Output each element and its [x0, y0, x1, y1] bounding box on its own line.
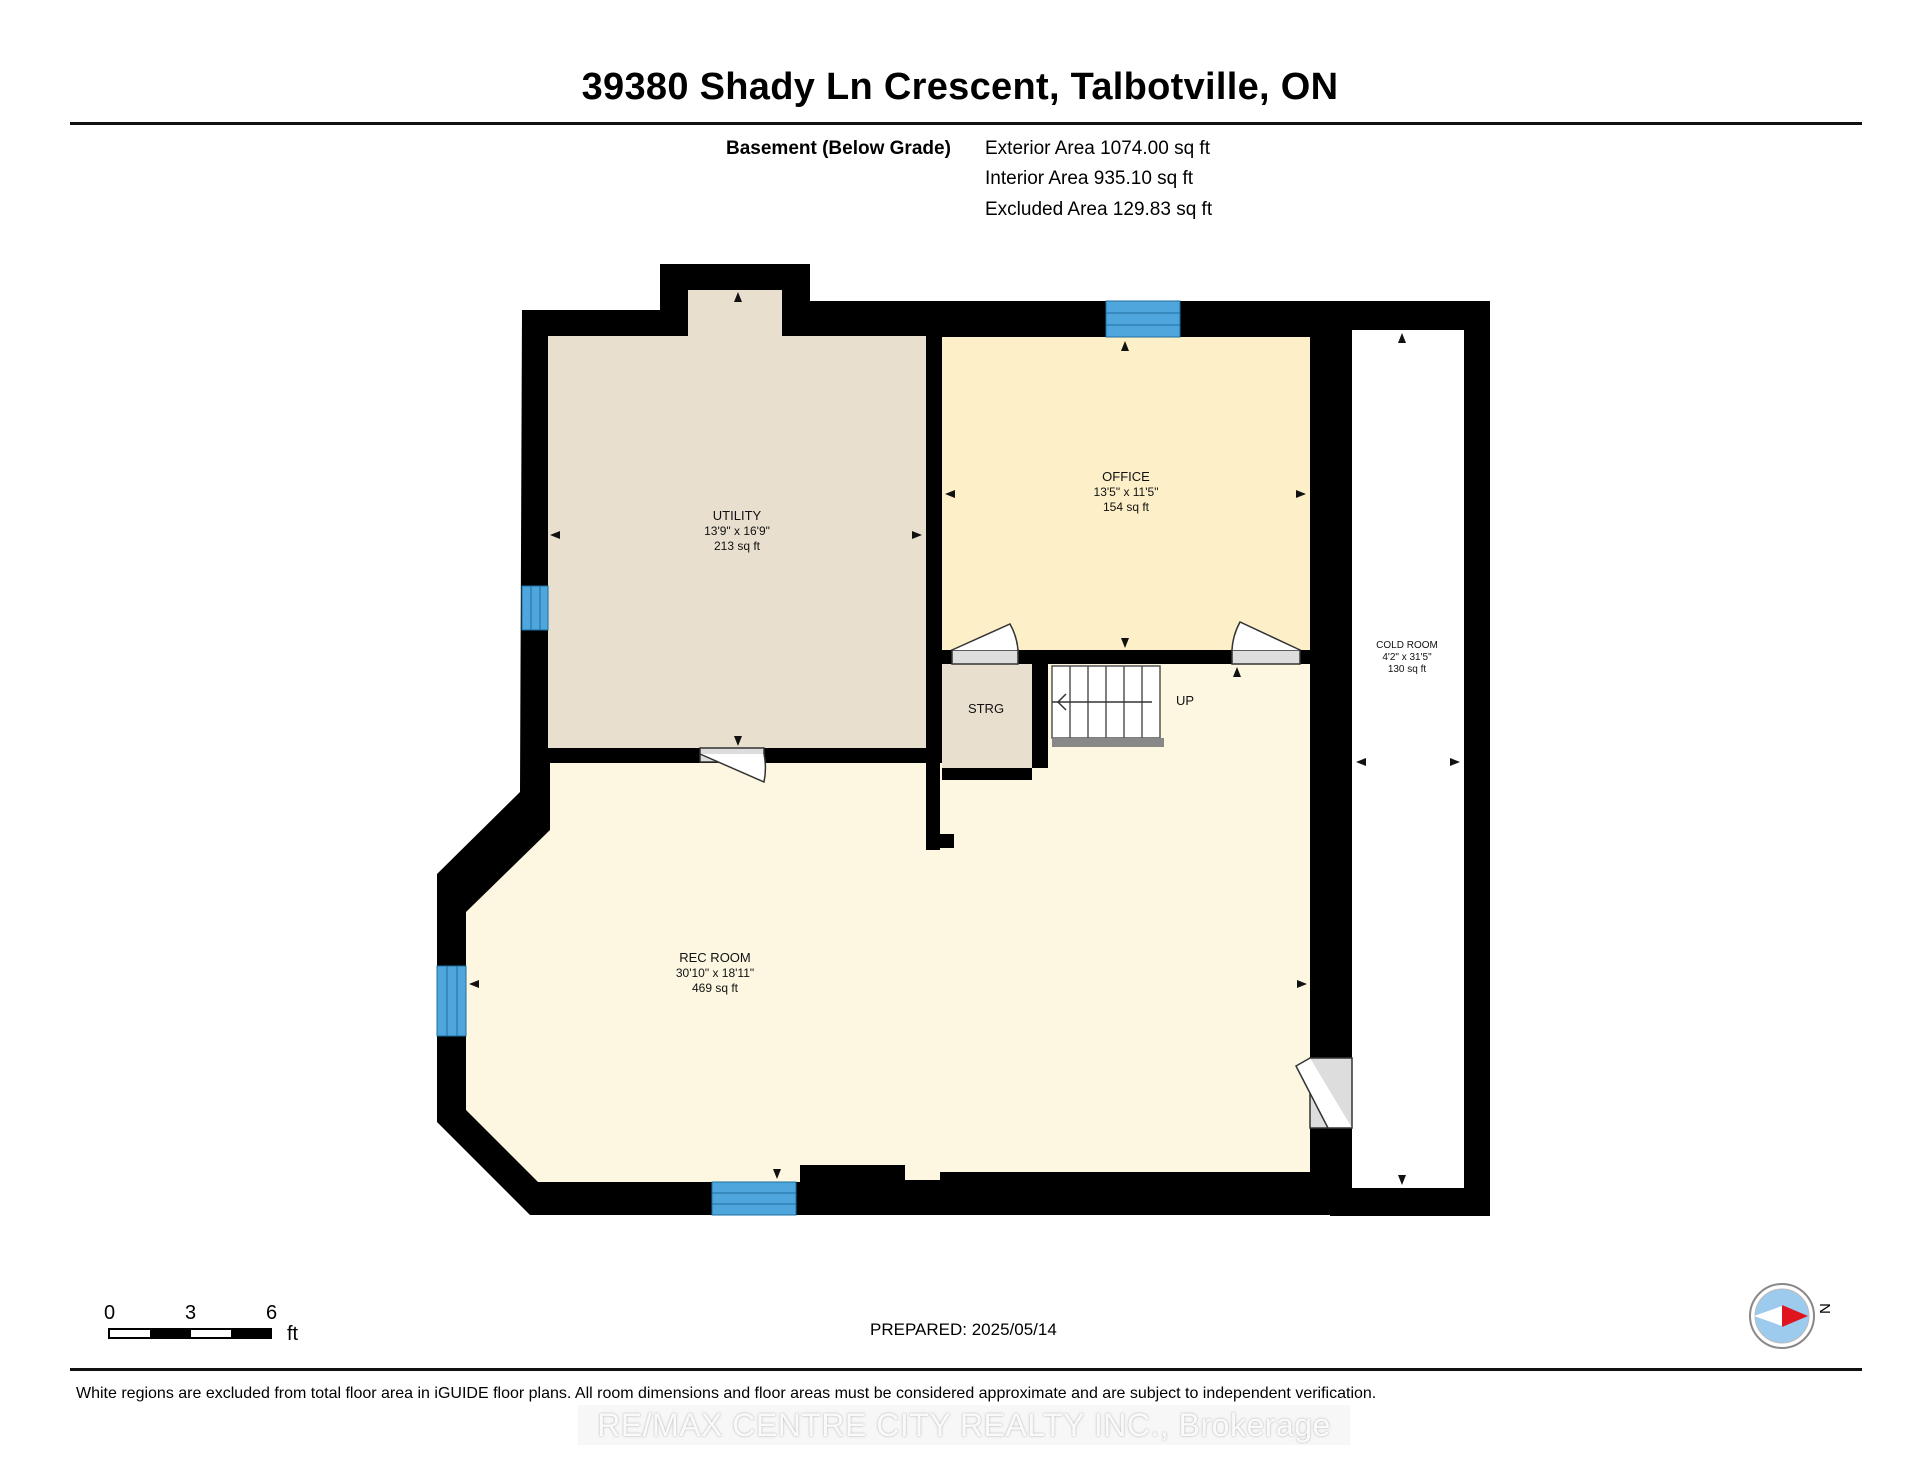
rec-room-name: REC ROOM: [679, 950, 751, 965]
stair-landing: [1052, 738, 1164, 747]
cold-room-area: 130 sq ft: [1388, 664, 1427, 675]
level-label: Basement (Below Grade): [726, 138, 951, 159]
header-divider: [70, 122, 1862, 125]
window: [711, 1181, 797, 1216]
cold-room-dims: 4'2" x 31'5": [1382, 652, 1432, 663]
stairs-label: UP: [1176, 693, 1194, 708]
storage-room-floor: [942, 664, 1032, 768]
rec-room-area: 469 sq ft: [692, 981, 739, 995]
utility-room-dims: 13'9" x 16'9": [704, 524, 770, 538]
exterior-area: Exterior Area 1074.00 sq ft: [985, 138, 1210, 159]
dimension-arrows: [469, 292, 1460, 1185]
office-room-name: OFFICE: [1102, 469, 1150, 484]
door: [699, 747, 767, 784]
office-room-area: 154 sq ft: [1103, 500, 1150, 514]
utility-room-name: UTILITY: [713, 508, 762, 523]
scale-tick-0: 0: [104, 1302, 116, 1324]
utility-room-area: 213 sq ft: [714, 539, 761, 553]
office-room-floor: [942, 337, 1310, 650]
scale-tick-3: 3: [185, 1302, 197, 1324]
window: [1105, 300, 1181, 338]
excluded-area: Excluded Area 129.83 sq ft: [985, 199, 1213, 220]
stairs: [1051, 665, 1161, 739]
compass-north-label: N: [1815, 1303, 1833, 1314]
window: [436, 965, 467, 1037]
prepared-date: PREPARED: 2025/05/14: [870, 1320, 1057, 1339]
cold-room-name: COLD ROOM: [1376, 640, 1438, 651]
scale-bar: [108, 1328, 272, 1339]
interior-area: Interior Area 935.10 sq ft: [985, 168, 1194, 189]
scale-unit: ft: [287, 1323, 299, 1345]
utility-room-floor: [548, 290, 926, 748]
door: [1295, 1057, 1353, 1129]
rec-room-floor: [466, 664, 1310, 1182]
window: [521, 585, 549, 631]
page-title: 39380 Shady Ln Crescent, Talbotville, ON: [581, 66, 1339, 108]
disclaimer-text: White regions are excluded from total fl…: [76, 1385, 1377, 1402]
footer-divider: [70, 1368, 1862, 1371]
scale-tick-6: 6: [266, 1302, 278, 1324]
wall-stub: [926, 760, 940, 850]
rec-room-dims: 30'10" x 18'11": [676, 966, 754, 980]
compass-icon: [1749, 1283, 1815, 1349]
door: [951, 623, 1019, 665]
storage-room-name: STRG: [968, 701, 1004, 716]
door: [1231, 621, 1301, 665]
brokerage-watermark: RE/MAX CENTRE CITY REALTY INC., Brokerag…: [578, 1405, 1350, 1445]
office-room-dims: 13'5" x 11'5": [1094, 485, 1159, 499]
wall-stub-foot: [926, 834, 954, 848]
cold-room-floor: [1352, 330, 1464, 1188]
